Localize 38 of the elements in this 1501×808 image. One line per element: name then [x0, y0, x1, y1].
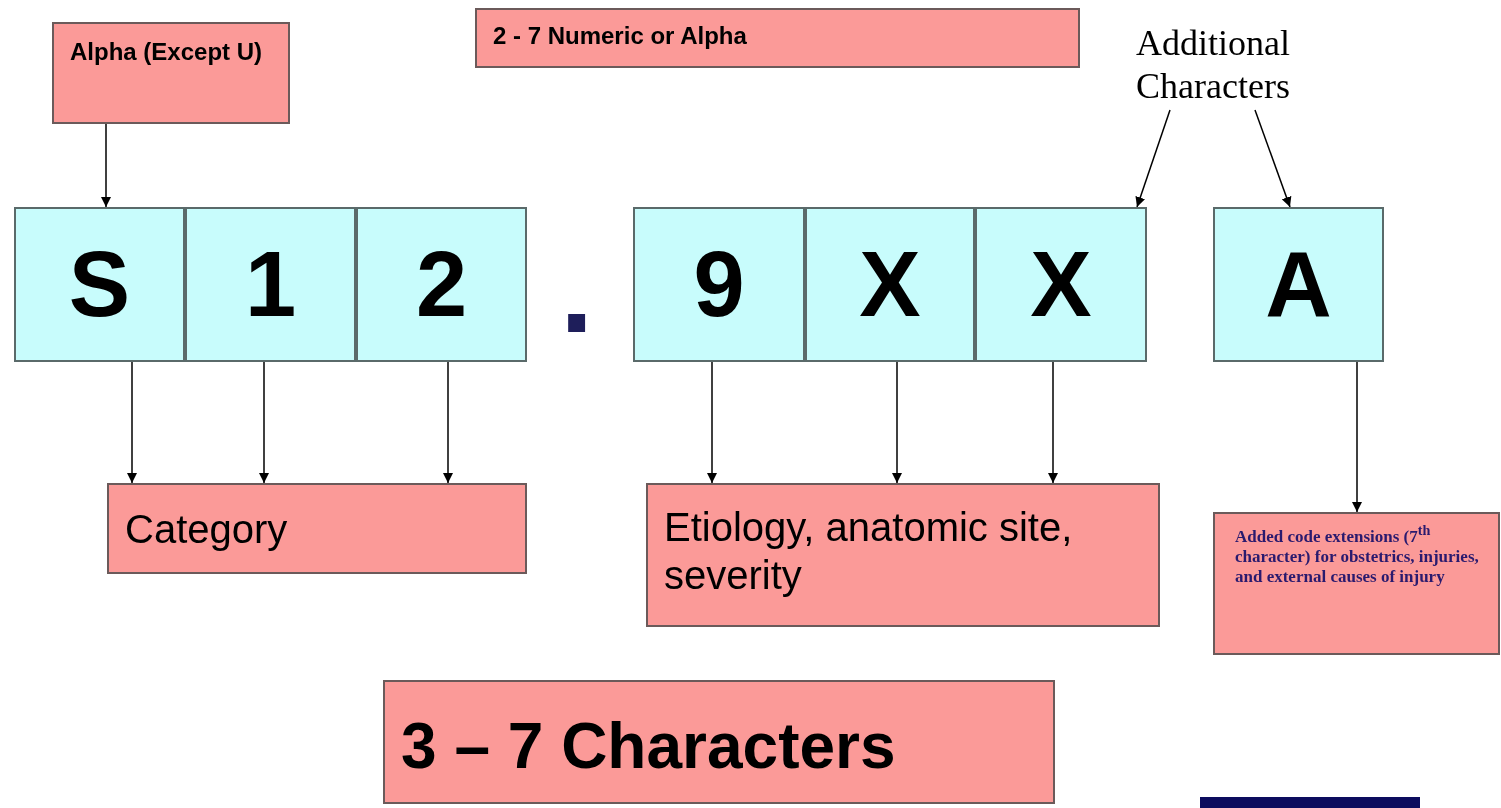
arrow [443, 361, 453, 484]
period-mark: . [560, 230, 594, 350]
arrow [1135, 109, 1171, 208]
code-character-cell [356, 207, 527, 362]
arrow [1048, 361, 1058, 484]
box-text: Category [125, 506, 289, 553]
code-character: 2 [415, 232, 468, 338]
code-character: 1 [244, 232, 297, 338]
code-character-cell [1213, 207, 1384, 362]
label-box [383, 680, 1055, 804]
code-character: S [68, 232, 131, 338]
label-box [52, 22, 290, 124]
box-text: Alpha (Except U) [70, 38, 264, 67]
code-character: X [859, 232, 921, 338]
arrow [1352, 361, 1362, 513]
code-character-cell [633, 207, 805, 362]
box-text: 2 - 7 Numeric or Alpha [493, 22, 748, 51]
annotation-text: Additional Characters [1136, 22, 1291, 109]
arrow [101, 123, 111, 208]
code-character-cell [14, 207, 185, 362]
label-box [475, 8, 1080, 68]
label-box [646, 483, 1160, 627]
arrow [259, 361, 269, 484]
code-character: X [1030, 232, 1092, 338]
arrow [892, 361, 902, 484]
box-text: Added code extensions (7$^{th}$ character) for obstetrics, injuries, and external causes of injury [1235, 522, 1480, 588]
code-character: 9 [693, 232, 745, 338]
arrow [127, 361, 137, 484]
code-character-cell [975, 207, 1147, 362]
box-text: 3 – 7 Characters [401, 709, 897, 784]
code-character-cell [805, 207, 975, 362]
note-box [1213, 512, 1500, 655]
code-character: A [1265, 232, 1332, 338]
box-text: Etiology, anatomic site, severity [664, 504, 1074, 599]
arrow [707, 361, 717, 484]
label-box [107, 483, 527, 574]
arrow [1254, 109, 1292, 208]
code-character-cell [185, 207, 356, 362]
